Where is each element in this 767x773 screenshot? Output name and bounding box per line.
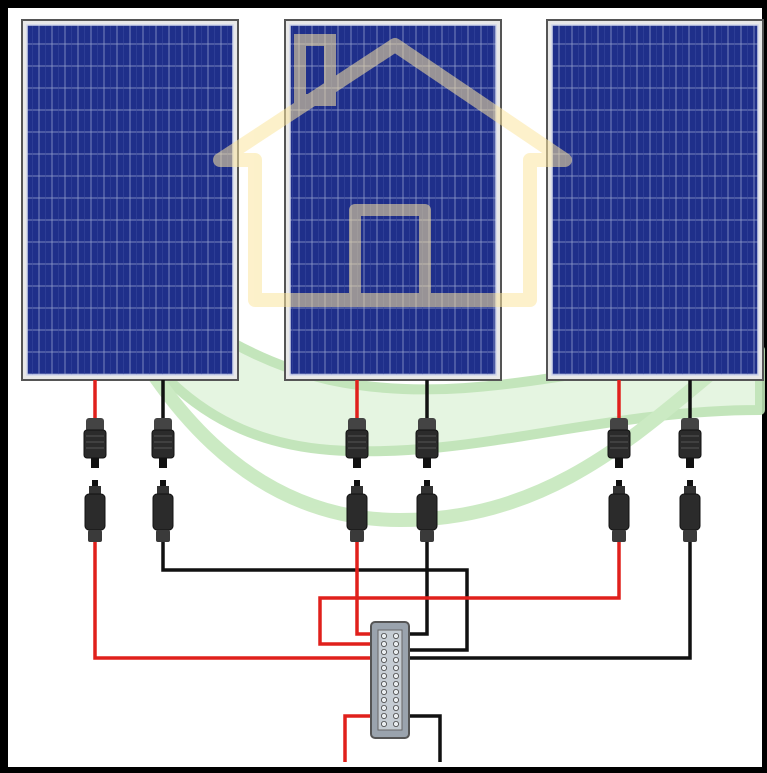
busbar-screw (392, 649, 399, 656)
mc4-connector-6-lower (679, 480, 701, 542)
mc4-connector-5-upper (607, 418, 631, 468)
busbar-screw (380, 689, 387, 696)
solar-panel-2 (284, 19, 502, 381)
solar-panels (21, 19, 764, 381)
positive-run-panel-1 (93, 540, 372, 660)
busbar-screw (392, 641, 399, 648)
busbar-screw (392, 665, 399, 672)
busbar-screw (380, 681, 387, 688)
mc4-connector-4-lower (416, 480, 438, 542)
bus-bar-terminal-block (370, 621, 410, 739)
busbar-screw (380, 633, 387, 640)
mc4-connector-1-lower (84, 480, 106, 542)
panel-cells (552, 25, 758, 375)
busbar-screw (392, 705, 399, 712)
busbar-screw (380, 641, 387, 648)
busbar-screw (380, 657, 387, 664)
busbar-screw (392, 657, 399, 664)
mc4-connector-3-lower (346, 480, 368, 542)
busbar-screw (380, 697, 387, 704)
busbar-screw (392, 721, 399, 728)
negative-run-panel-3 (408, 540, 692, 660)
positive-run-panel-2 (355, 540, 372, 636)
busbar-screw (380, 721, 387, 728)
busbar-screw (380, 713, 387, 720)
panel-cells (27, 25, 233, 375)
negative-run-panel-1 (161, 540, 469, 652)
busbar-screw (380, 705, 387, 712)
busbar-screw (392, 713, 399, 720)
positive-output (343, 714, 375, 762)
mc4-connector-2-lower (152, 480, 174, 542)
busbar-screw (392, 697, 399, 704)
negative-run-panel-2 (408, 540, 429, 636)
solar-panel-1 (21, 19, 239, 381)
mc4-connector-5-lower (608, 480, 630, 542)
wiring (93, 380, 692, 762)
mc4-connectors (83, 418, 702, 542)
solar-panel-3 (546, 19, 764, 381)
busbar-screw (392, 689, 399, 696)
busbar-screw (392, 633, 399, 640)
busbar-screw (392, 673, 399, 680)
negative-output (405, 714, 442, 762)
mc4-connector-4-upper (415, 418, 439, 468)
busbar-screw (380, 673, 387, 680)
panel-cells (290, 25, 496, 375)
mc4-connector-1-upper (83, 418, 107, 468)
mc4-connector-3-upper (345, 418, 369, 468)
mc4-connector-2-upper (151, 418, 175, 468)
busbar-screw (380, 649, 387, 656)
mc4-connector-6-upper (678, 418, 702, 468)
watermark-house-icon (213, 34, 572, 307)
busbar-screw (392, 681, 399, 688)
busbar-screw (380, 665, 387, 672)
positive-run-panel-3 (318, 540, 621, 646)
